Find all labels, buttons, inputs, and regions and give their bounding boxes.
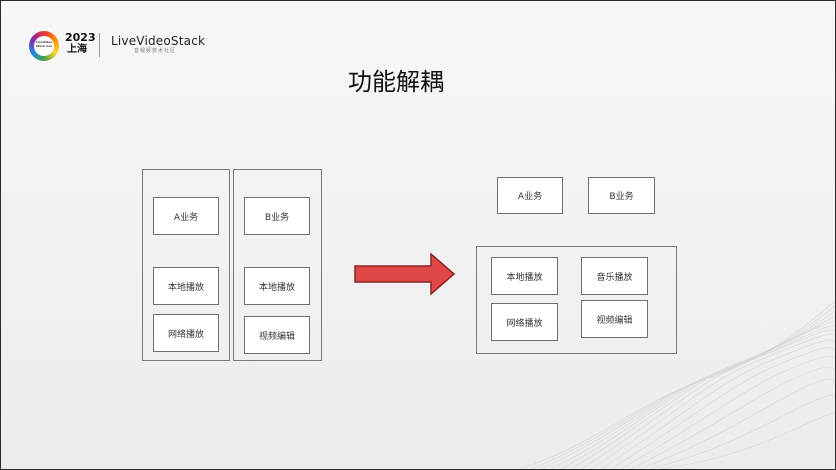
panel-b-business [233,169,322,361]
business-a-box: A业务 [153,197,219,235]
business-a-box-after: A业务 [497,177,563,214]
conference-logo-text: LiveVideo Stack Con [35,40,53,48]
conference-year: 2023 [65,31,96,44]
conference-city: 上海 [67,44,87,55]
local-play-box-b: 本地播放 [244,267,310,305]
local-play-box-a: 本地播放 [153,267,219,305]
business-b-box: B业务 [244,197,310,235]
conference-logo-icon: LiveVideo Stack Con [29,31,59,61]
network-play-module: 网络播放 [491,303,558,341]
brand-subtitle: 音视频技术社区 [133,48,176,54]
logo-divider [99,33,100,57]
video-edit-box-b: 视频编辑 [244,316,310,354]
music-play-module: 音乐播放 [581,257,648,295]
local-play-module: 本地播放 [491,257,558,295]
right-arrow-icon [354,252,456,296]
panel-a-business [142,169,230,361]
video-edit-module: 视频编辑 [581,300,648,338]
network-play-box-a: 网络播放 [153,314,219,352]
business-b-box-after: B业务 [588,177,655,214]
brand-name: LiveVideoStack [111,34,206,48]
page-title: 功能解耦 [348,68,444,96]
modules-panel [476,246,677,354]
